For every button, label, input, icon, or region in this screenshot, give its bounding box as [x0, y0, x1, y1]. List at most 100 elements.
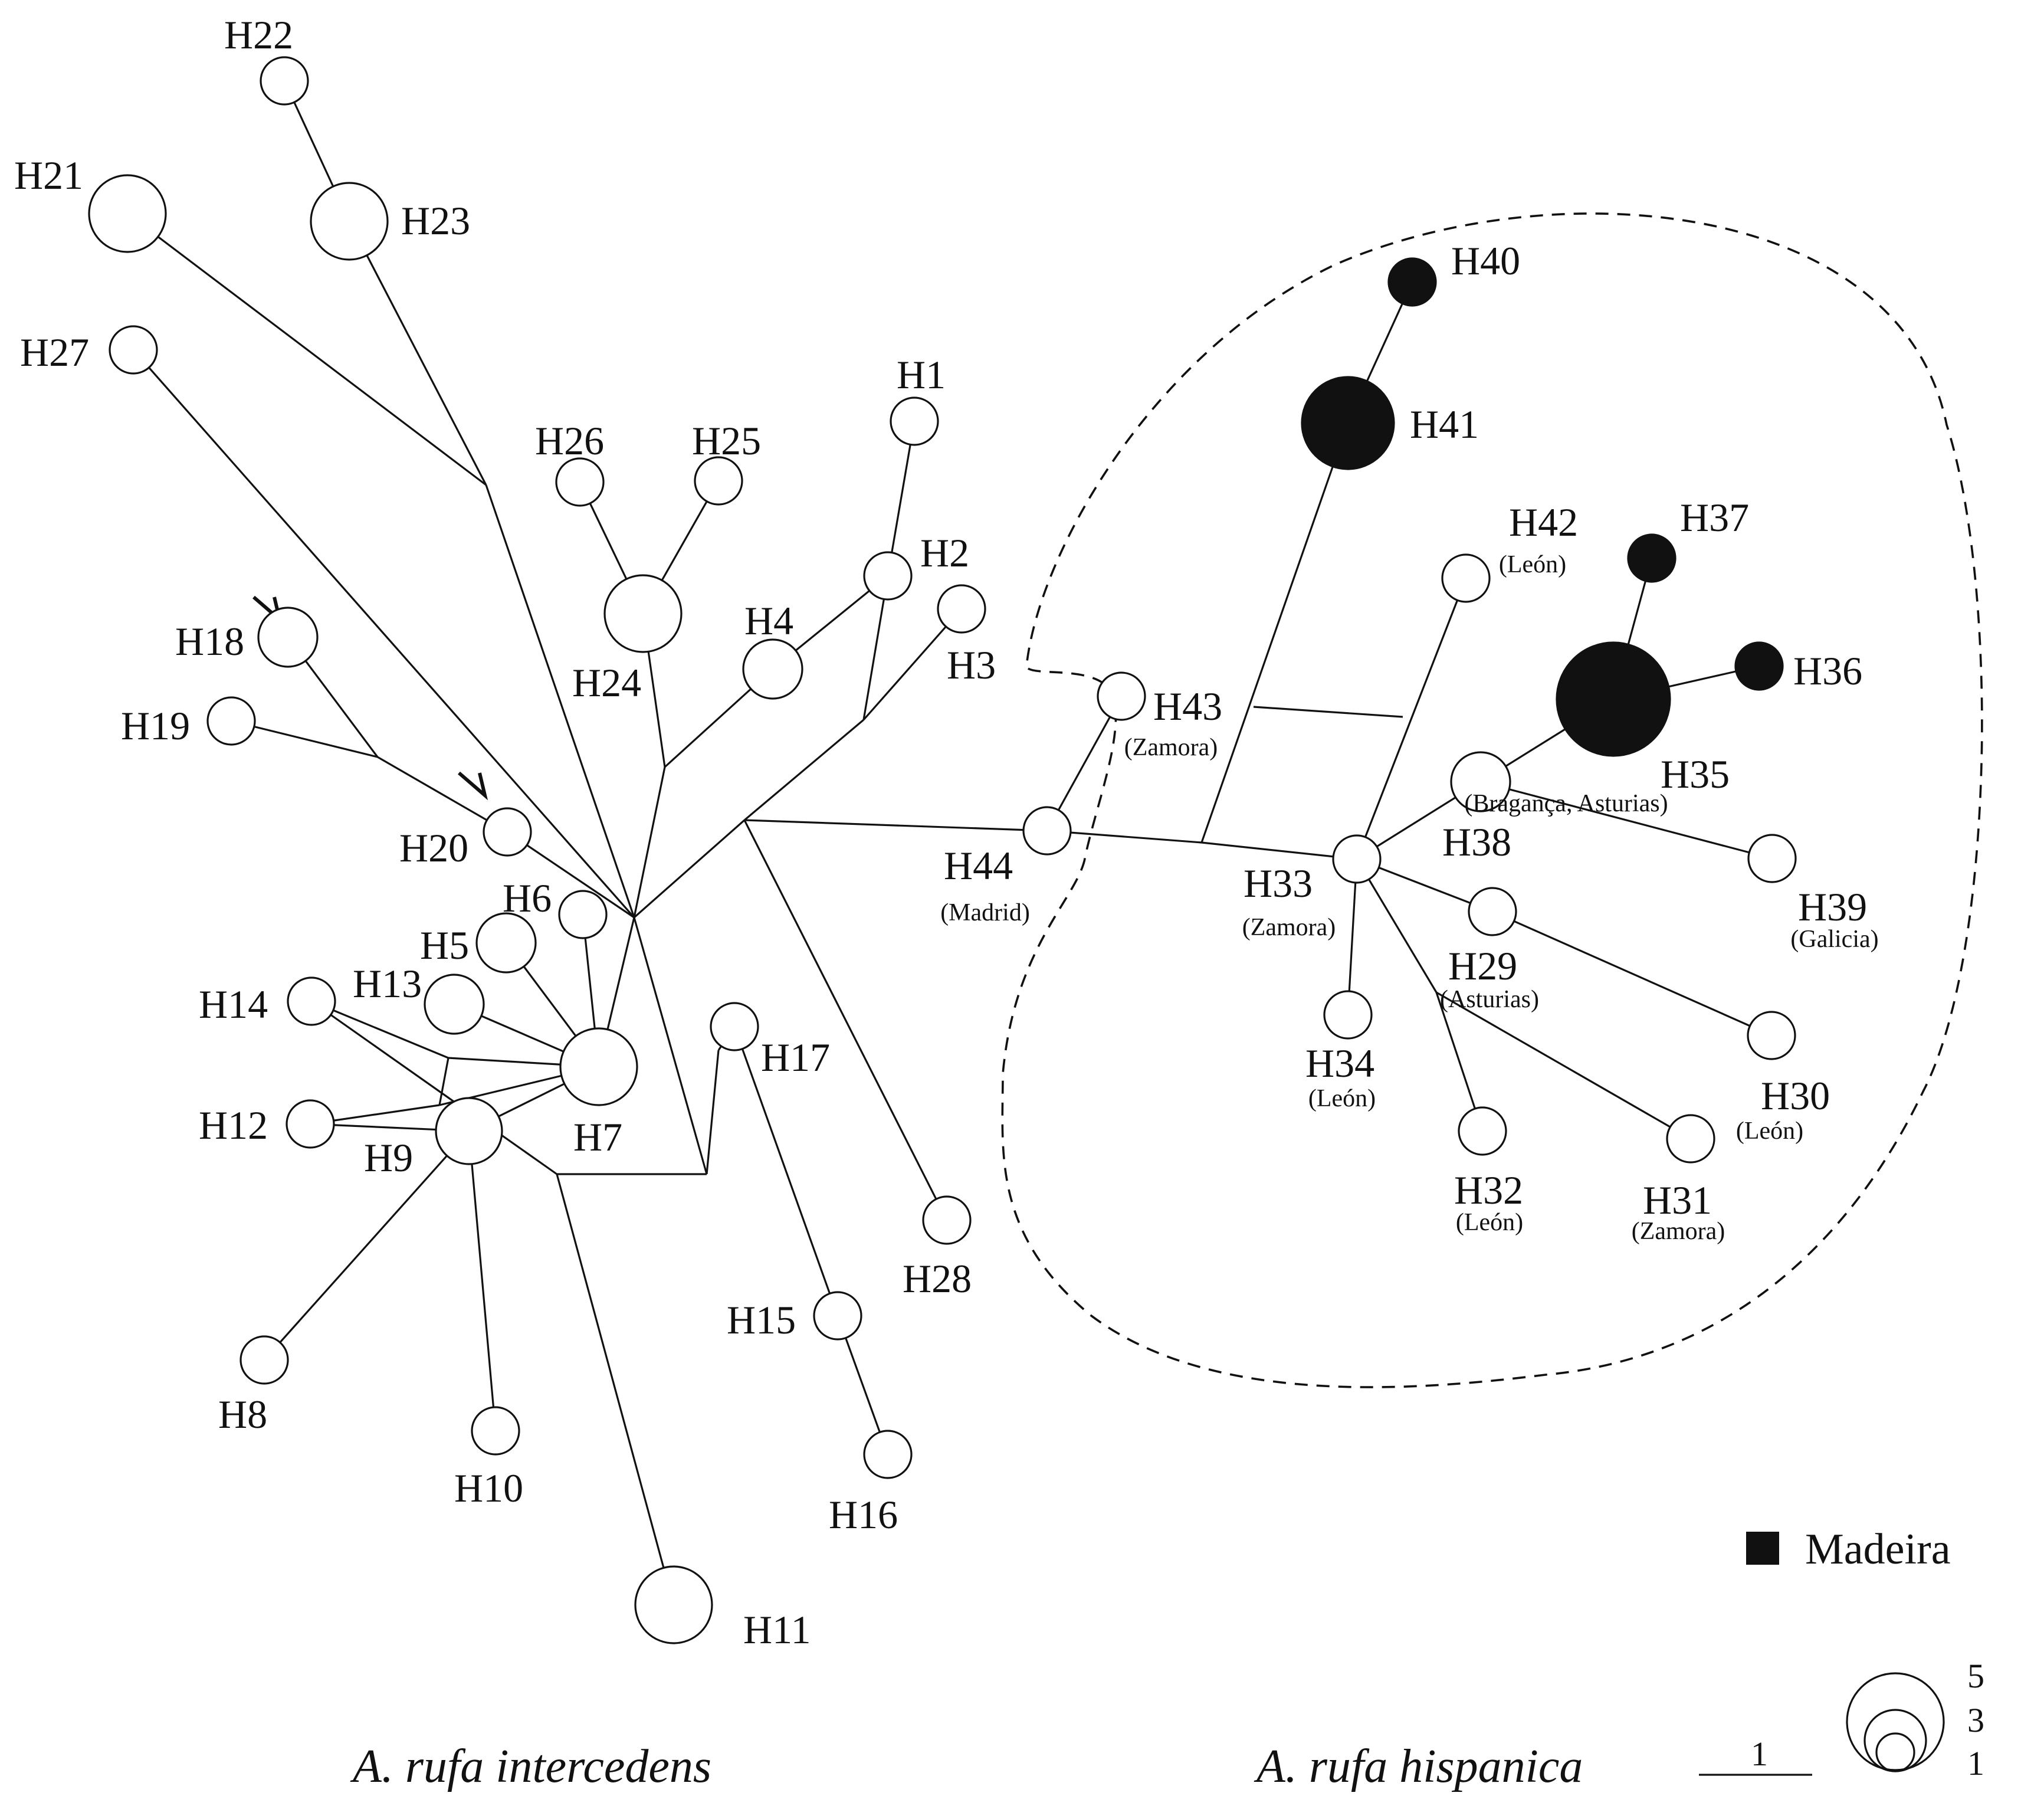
- haplotype-label-h30: H30: [1761, 1073, 1830, 1118]
- network-link: [733, 1026, 839, 1316]
- haplotype-label-h43: H43: [1153, 684, 1222, 729]
- network-link: [377, 756, 508, 833]
- haplotype-label-h36: H36: [1793, 648, 1862, 693]
- network-link: [438, 1057, 450, 1106]
- haplotype-location-h32: (León): [1456, 1209, 1523, 1236]
- haplotype-node-h32: [1458, 1106, 1507, 1156]
- network-link: [231, 720, 378, 758]
- haplotype-location-h39: (Galicia): [1790, 926, 1878, 953]
- network-link: [744, 819, 1048, 832]
- haplotype-label-h2: H2: [920, 530, 969, 575]
- network-link: [468, 1130, 497, 1431]
- network-link: [311, 1000, 449, 1059]
- haplotype-node-h13: [424, 974, 485, 1035]
- haplotype-label-h11: H11: [743, 1607, 811, 1652]
- mutation-scale-label: 1: [1751, 1735, 1768, 1773]
- haplotype-node-h29: [1468, 887, 1517, 936]
- network-link: [1046, 696, 1123, 831]
- network-link: [633, 917, 708, 1175]
- haplotype-label-h6: H6: [503, 876, 552, 920]
- haplotype-node-h4: [742, 638, 803, 700]
- haplotype-node-h23: [310, 182, 389, 261]
- haplotype-node-h1: [890, 396, 939, 446]
- haplotype-node-h6: [558, 890, 608, 939]
- haplotype-node-h22: [260, 56, 309, 106]
- haplotype-label-h33: H33: [1244, 861, 1313, 906]
- haplotype-label-h21: H21: [14, 153, 83, 198]
- haplotype-node-h28: [922, 1195, 972, 1245]
- network-link: [1356, 578, 1467, 860]
- network-link: [633, 819, 746, 919]
- haplotype-label-h35: H35: [1661, 752, 1730, 797]
- network-link: [1480, 781, 1773, 860]
- network-link: [507, 831, 635, 919]
- haplotype-node-h21: [88, 174, 167, 253]
- haplotype-label-h40: H40: [1451, 238, 1520, 283]
- haplotype-location-h44: (Madrid): [940, 899, 1030, 926]
- haplotype-location-h30: (León): [1736, 1117, 1803, 1145]
- network-link: [836, 1315, 889, 1455]
- haplotype-node-h31: [1666, 1114, 1715, 1164]
- network-link: [485, 484, 635, 918]
- haplotype-label-h18: H18: [175, 619, 244, 664]
- haplotype-node-h44: [1022, 806, 1072, 856]
- haplotype-node-h36: [1734, 641, 1784, 691]
- haplotype-node-h43: [1097, 671, 1146, 721]
- haplotype-labels: H1H2H3H4H5H6H7H8H9H10H11H12H13H14H15H16H…: [14, 12, 1879, 1652]
- haplotype-node-h12: [286, 1099, 335, 1149]
- network-link: [887, 421, 916, 576]
- haplotype-label-h42: H42: [1509, 500, 1578, 545]
- haplotype-node-h24: [603, 574, 683, 653]
- haplotype-label-h20: H20: [399, 825, 468, 870]
- haplotype-node-h7: [559, 1027, 638, 1106]
- haplotype-node-h40: [1387, 257, 1437, 307]
- haplotype-node-h41: [1301, 376, 1395, 470]
- haplotype-label-h15: H15: [727, 1297, 796, 1342]
- haplotype-node-h9: [435, 1097, 503, 1165]
- haplotype-node-h3: [937, 584, 986, 634]
- haplotype-node-h37: [1627, 533, 1676, 583]
- haplotype-label-h8: H8: [218, 1392, 267, 1437]
- haplotype-label-h28: H28: [903, 1256, 972, 1301]
- haplotype-label-h23: H23: [401, 198, 470, 243]
- network-link: [1200, 422, 1349, 843]
- network-link: [743, 719, 865, 821]
- haplotype-label-h4: H4: [744, 598, 793, 643]
- haplotype-node-h17: [710, 1002, 759, 1051]
- haplotype-label-h37: H37: [1680, 495, 1749, 540]
- haplotype-location-h42: (León): [1499, 551, 1566, 578]
- frequency-scale-label-3: 3: [1967, 1701, 1984, 1739]
- haplotype-location-h29: (Asturias): [1440, 986, 1539, 1013]
- network-link: [127, 212, 487, 486]
- frequency-scale-circle-3: [1863, 1709, 1927, 1772]
- hispanica-cluster-boundary: [1001, 212, 1983, 1388]
- haplotype-label-h16: H16: [829, 1492, 898, 1537]
- haplotype-label-h27: H27: [20, 330, 89, 375]
- haplotype-label-h5: H5: [420, 923, 469, 968]
- haplotype-node-h33: [1332, 834, 1382, 884]
- network-link: [1347, 858, 1358, 1015]
- haplotype-label-h38: H38: [1442, 820, 1511, 864]
- network-link: [1436, 991, 1691, 1140]
- network-link: [556, 1174, 675, 1605]
- haplotype-label-h1: H1: [897, 352, 946, 397]
- network-link: [263, 1130, 470, 1361]
- haplotype-label-h39: H39: [1798, 884, 1867, 929]
- haplotype-label-h24: H24: [572, 660, 641, 705]
- haplotype-location-h38: (Bragança, Asturias): [1464, 790, 1668, 817]
- haplotype-label-h44: H44: [944, 843, 1013, 888]
- haplotype-label-h31: H31: [1643, 1178, 1712, 1223]
- haplotype-location-h34: (León): [1308, 1085, 1376, 1112]
- haplotype-location-h33: (Zamora): [1242, 914, 1336, 941]
- species-label-intercedens: A. rufa intercedens: [350, 1741, 711, 1792]
- haplotype-node-h39: [1747, 834, 1797, 883]
- haplotype-node-h18: [257, 607, 319, 668]
- haplotype-label-h14: H14: [199, 982, 268, 1027]
- haplotype-label-h9: H9: [364, 1135, 413, 1180]
- haplotype-node-h2: [863, 551, 913, 601]
- haplotype-label-h32: H32: [1454, 1168, 1523, 1212]
- haplotype-node-h15: [813, 1291, 862, 1341]
- frequency-scale-circle-1: [1875, 1732, 1915, 1772]
- network-link: [348, 221, 487, 486]
